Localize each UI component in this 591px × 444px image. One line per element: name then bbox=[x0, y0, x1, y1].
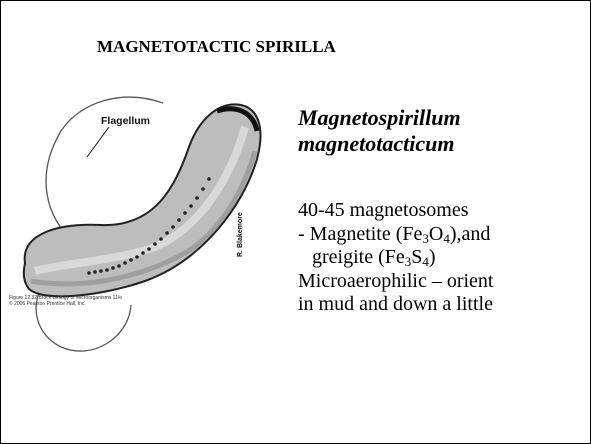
species-name: Magnetospirillum magnetotacticum bbox=[298, 105, 578, 157]
magnetite-line: - Magnetite (Fe3O4),and bbox=[298, 223, 588, 247]
slide-title: MAGNETOTACTIC SPIRILLA bbox=[97, 37, 336, 57]
caption-line-2: © 2006 Pearson Prentice Hall, Inc. bbox=[9, 301, 122, 307]
greigite-line: greigite (Fe3S4) bbox=[298, 246, 588, 270]
microaerophilic-line: Microaerophilic – orient bbox=[298, 270, 588, 294]
mud-line: in mud and down a little bbox=[298, 293, 588, 317]
figure-caption: Figure 12.32 Brock Biology of Microorgan… bbox=[9, 295, 122, 307]
species-genus: Magnetospirillum bbox=[298, 105, 578, 131]
photo-credit: R. Blakemore bbox=[237, 212, 244, 257]
spirillum-figure: Flagellum R. Blakemore Figure 12.32 Broc… bbox=[5, 67, 277, 359]
flagellum-pointer bbox=[87, 127, 109, 157]
description: 40-45 magnetosomes - Magnetite (Fe3O4),a… bbox=[298, 199, 588, 317]
magnetosome-count: 40-45 magnetosomes bbox=[298, 199, 588, 223]
flagellum-label: Flagellum bbox=[101, 115, 150, 127]
species-epithet: magnetotacticum bbox=[298, 131, 578, 157]
